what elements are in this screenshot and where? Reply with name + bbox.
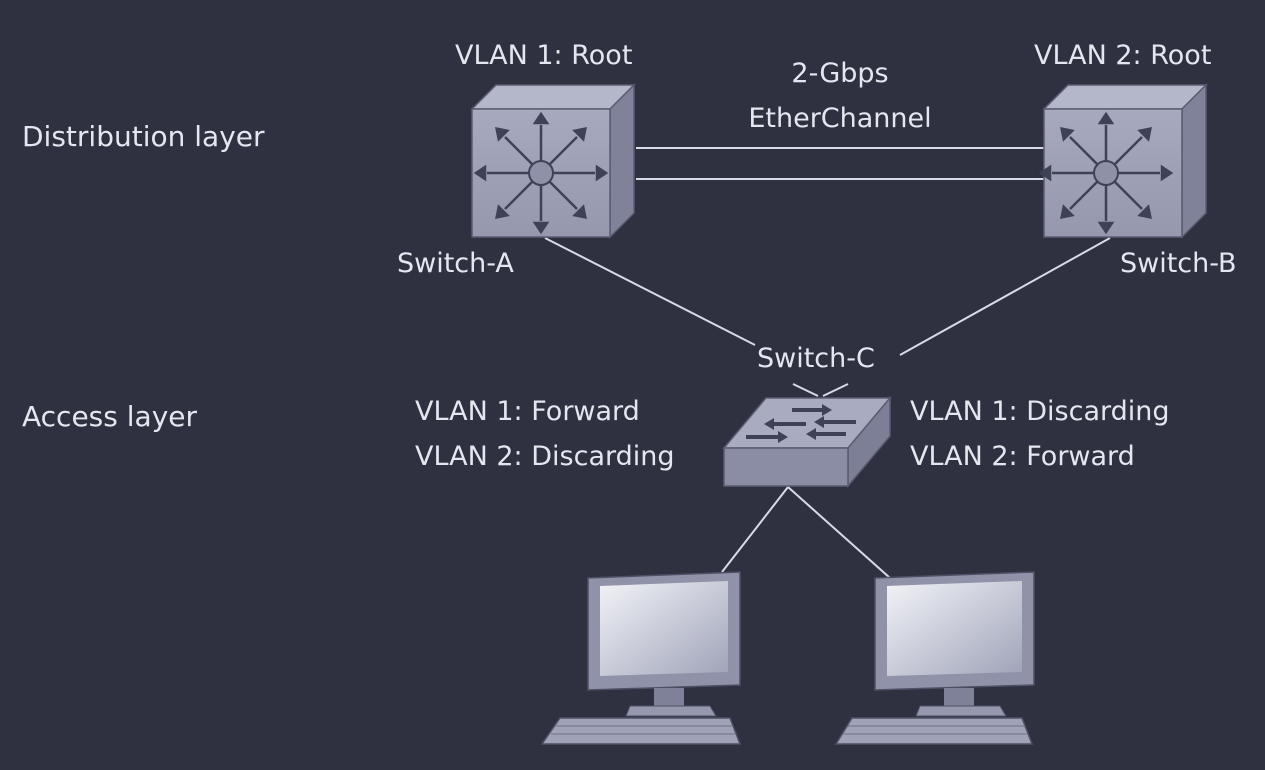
link-type-label: EtherChannel [748, 103, 932, 134]
link-c-to-pc1 [721, 486, 789, 573]
left-port-vlan2-state: VLAN 2: Discarding [415, 441, 675, 472]
distribution-layer-label: Distribution layer [22, 120, 265, 153]
right-port-vlan1-state: VLAN 1: Discarding [910, 396, 1170, 427]
desktop-computer-icon [834, 571, 1035, 745]
link-speed-label: 2-Gbps [791, 58, 889, 89]
switch-b-role-label: VLAN 2: Root [1034, 40, 1212, 71]
switch-a-role-label: VLAN 1: Root [455, 40, 633, 71]
switch-b-name-label: Switch-B [1120, 248, 1237, 279]
etherchannel-link [636, 147, 1044, 180]
access-layer-label: Access layer [22, 400, 197, 433]
switch-a-name-label: Switch-A [397, 248, 514, 279]
workgroup-switch-icon [722, 395, 892, 489]
desktop-computer-icon [540, 571, 742, 745]
switch-c-pointer [792, 383, 849, 397]
switch-c-name-label: Switch-C [757, 343, 875, 374]
multilayer-switch-icon [470, 83, 636, 239]
uplink-a-to-c [544, 237, 756, 346]
left-port-vlan1-state: VLAN 1: Forward [415, 396, 640, 427]
link-c-to-pc2 [787, 486, 891, 579]
uplink-b-to-c [899, 237, 1111, 356]
multilayer-switch-icon [1039, 83, 1208, 239]
right-port-vlan2-state: VLAN 2: Forward [910, 441, 1135, 472]
